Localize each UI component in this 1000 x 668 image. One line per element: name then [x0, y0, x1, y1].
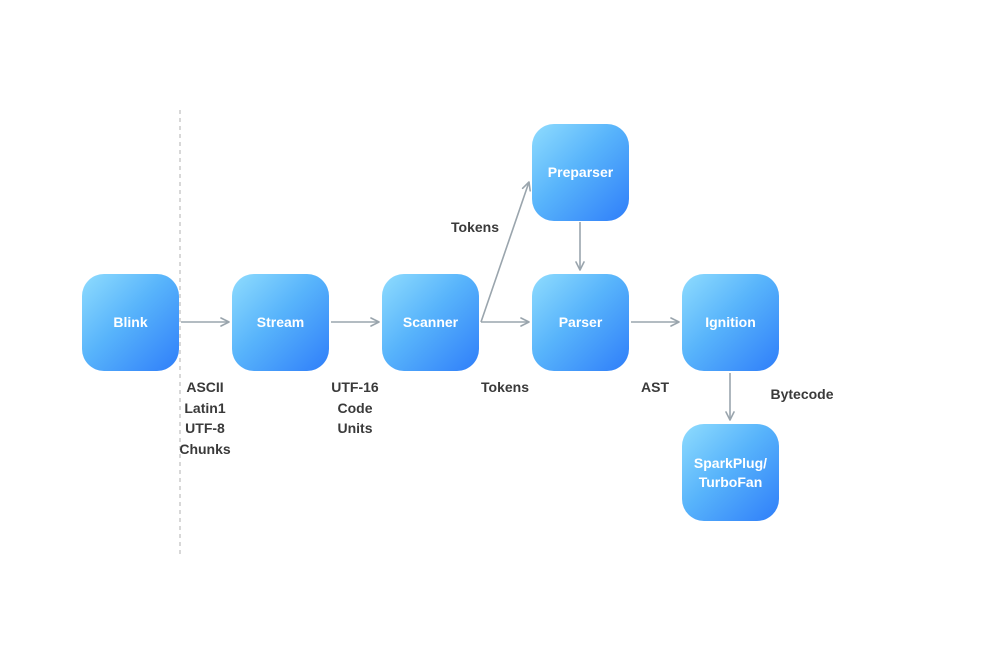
edge-label-scanner-parser: Tokens — [481, 379, 529, 395]
arrow-scanner-to-preparser — [480, 181, 531, 323]
node-sparkplug-turbofan: SparkPlug/ TurboFan — [682, 424, 779, 521]
edge-label-blink-stream: ASCII Latin1 UTF-8 Chunks — [179, 379, 231, 457]
edge-label-ignition-sparkplug: Bytecode — [770, 386, 834, 402]
node-preparser: Preparser — [532, 124, 629, 221]
edge-label-scanner-preparser: Tokens — [451, 219, 499, 235]
node-ignition: Ignition — [682, 274, 779, 371]
node-blink: Blink — [82, 274, 179, 371]
edge-label-parser-ignition: AST — [641, 379, 669, 395]
edge-label-stream-scanner: UTF-16 Code Units — [331, 379, 379, 436]
node-parser: Parser — [532, 274, 629, 371]
node-stream: Stream — [232, 274, 329, 371]
node-scanner: Scanner — [382, 274, 479, 371]
